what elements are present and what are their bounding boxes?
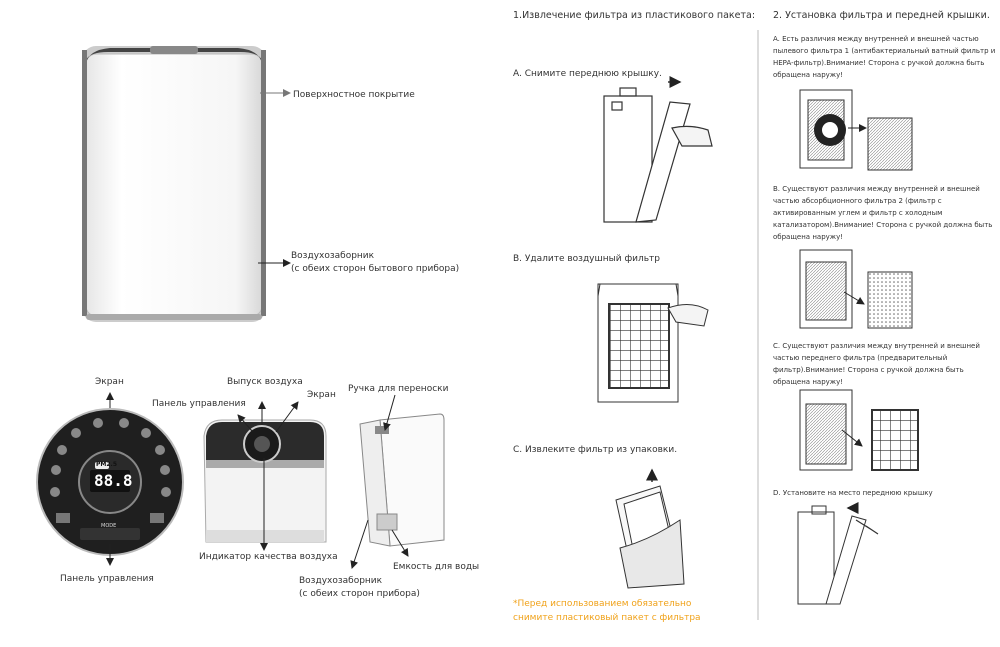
- label-quality-indicator: Индикатор качества воздуха: [199, 552, 338, 562]
- section2-c-line4: обращена наружу!: [773, 378, 844, 386]
- section2-b-line4: катализатором).Внимание! Сторона с ручко…: [773, 221, 993, 229]
- control-panel-illustration: [36, 408, 184, 556]
- section2-c-line2: частью переднего фильтра (предварительны…: [773, 354, 948, 362]
- section1-title: 1.Извлечение фильтра из пластикового пак…: [513, 10, 756, 21]
- display-digits: 88.8: [94, 471, 133, 490]
- step1a-illustration: [603, 76, 713, 223]
- step1c-illustration: [615, 468, 685, 589]
- section2-c-line1: C. Существуют различия между внутренней …: [773, 342, 980, 350]
- section2-a-line3: HEPA-фильтр).Внимание! Сторона с ручкой …: [773, 59, 985, 67]
- purifier-front-view: [82, 46, 266, 322]
- step2b-illustration: [799, 249, 913, 329]
- step1b-illustration: [597, 283, 709, 403]
- display-mode: MODE: [101, 523, 117, 529]
- label-intake-line1: Воздухозаборник: [291, 251, 375, 261]
- section2-a-line1: A. Есть различия между внутренней и внеш…: [773, 35, 979, 43]
- section1-step-a: A. Снимите переднюю крышку.: [513, 69, 662, 79]
- display-badge: PM2.5: [96, 461, 117, 468]
- purifier-side-view: [359, 413, 445, 547]
- section2-c-line3: фильтр).Внимание! Сторона с ручкой должн…: [773, 366, 964, 374]
- label-surface-coating: Поверхностное покрытие: [293, 90, 415, 100]
- section1-step-c: C. Извлеките фильтр из упаковки.: [513, 445, 678, 455]
- label-handle: Ручка для переноски: [348, 384, 449, 394]
- step2a-illustration: [799, 89, 913, 171]
- water-tank-arrow: [391, 529, 409, 557]
- section2-b-line5: обращена наружу!: [773, 233, 844, 241]
- label-water-tank: Емкость для воды: [393, 562, 480, 572]
- handle-arrow: [383, 394, 396, 431]
- label-air-outlet: Выпуск воздуха: [227, 377, 303, 387]
- screen-arrow-right: [275, 401, 299, 433]
- label-screen-right: Экран: [307, 390, 336, 400]
- section1-note-line2: снимите пластиковый пакет с фильтра: [513, 613, 701, 623]
- section2-a-line4: обращена наружу!: [773, 71, 844, 79]
- section2-b-line1: B. Существуют различия между внутренней …: [773, 185, 980, 193]
- section2-a-line2: пылевого фильтра 1 (антибактериальный ва…: [773, 47, 996, 55]
- control-panel-arrow-top: [237, 414, 253, 432]
- label-screen-left: Экран: [95, 377, 124, 387]
- section2-title: 2. Установка фильтра и передней крышки.: [773, 10, 990, 21]
- purifier-top-view: [203, 419, 327, 543]
- label-side-intake-line1: Воздухозаборник: [299, 576, 383, 586]
- section2-b-line3: активированным углем и фильтр с холодным: [773, 209, 943, 217]
- section2-d-line: D. Установите на место переднюю крышку: [773, 489, 933, 497]
- section1-note-line1: *Перед использованием обязательно: [513, 599, 692, 609]
- section2-b-line2: частью абсорбционного фильтра 2 (фильтр …: [773, 197, 942, 205]
- section1-step-b: B. Удалите воздушный фильтр: [513, 254, 660, 264]
- label-side-intake-line2: (с обеих сторон прибора): [299, 589, 420, 599]
- label-intake-line2: (с обеих сторон бытового прибора): [291, 264, 460, 274]
- step2d-illustration: [797, 502, 879, 605]
- label-control-panel-bottom: Панель управления: [60, 574, 154, 584]
- label-control-panel-top: Панель управления: [152, 399, 246, 409]
- side-intake-arrow: [350, 519, 369, 569]
- step2c-illustration: [799, 389, 919, 471]
